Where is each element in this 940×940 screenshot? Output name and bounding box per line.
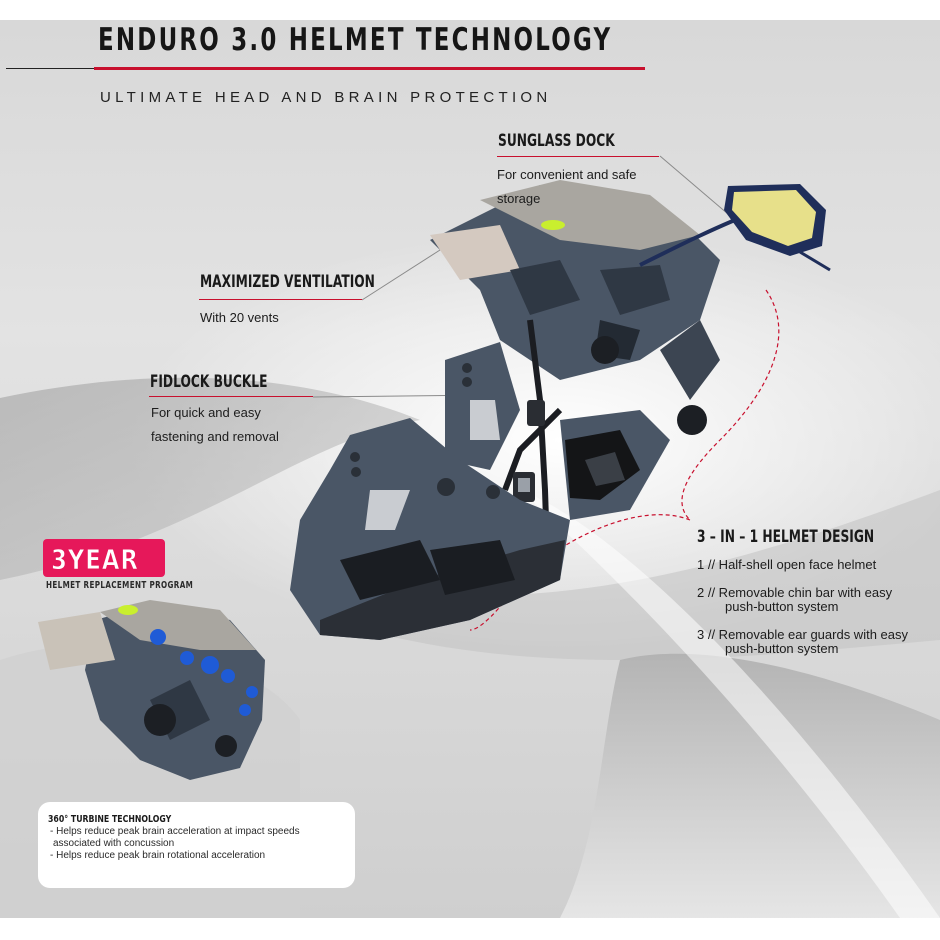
ear-guard-right (560, 410, 670, 520)
inset-visor-peak (38, 612, 115, 670)
page-subtitle: ULTIMATE HEAD AND BRAIN PROTECTION (100, 89, 552, 106)
fidlock-title: FIDLOCK BUCKLE (150, 372, 268, 392)
helmet-top-shell (430, 180, 720, 435)
lime-badge-inset (118, 605, 138, 615)
turbine-icon (180, 651, 194, 665)
design-item-1: 1 // Half-shell open face helmet (697, 557, 877, 572)
visor-peak (430, 225, 520, 280)
list-item: 1 // Half-shell open face helmet (697, 558, 937, 572)
warranty-label: HELMET REPLACEMENT PROGRAM (46, 580, 194, 591)
warranty-badge: 3YEAR (45, 541, 163, 577)
turbine-icon (221, 669, 235, 683)
design-item-3-cont: push-button system (725, 641, 839, 656)
sunglass-dock-text: For convenient and safe storage (497, 163, 636, 211)
sunglass-dock-title: SUNGLASS DOCK (498, 131, 615, 151)
design-item-2-cont: push-button system (725, 599, 839, 614)
design-title: 3 – IN – 1 HELMET DESIGN (697, 527, 875, 547)
sunglass-dock-line1: For convenient and safe (497, 167, 637, 182)
turbine-icon (150, 629, 166, 645)
sunglasses (639, 184, 831, 272)
fidlock-rule (149, 396, 313, 397)
fidlock-buckle-top (527, 400, 545, 426)
list-item: 2 // Removable chin bar with easy push-b… (697, 586, 937, 614)
fidlock-line2: fastening and removal (151, 429, 279, 444)
leader-line-sunglass (659, 155, 736, 221)
warranty-badge-text: 3YEAR (51, 543, 139, 577)
turbine-line-2: associated with concussion (53, 838, 175, 849)
ventilation-title: MAXIMIZED VENTILATION (200, 272, 375, 292)
design-item-2: 2 // Removable chin bar with easy (697, 585, 893, 600)
turbine-icon (201, 656, 219, 674)
ear-guard-left (445, 342, 520, 470)
fidlock-line1: For quick and easy (151, 405, 261, 420)
design-item-3: 3 // Removable ear guards with easy (697, 627, 908, 642)
exploded-helmet-illustration (38, 155, 831, 780)
title-rule-black (6, 68, 98, 69)
turbine-icon (239, 704, 251, 716)
leader-line-ventilation (361, 249, 441, 301)
inset-helmet-turbine (38, 600, 265, 780)
sunglass-dock-line2: storage (497, 191, 541, 206)
lime-badge-top (541, 220, 565, 230)
list-item: 3 // Removable ear guards with easy push… (697, 628, 937, 656)
title-rule-red (94, 67, 645, 70)
turbine-icon (246, 686, 258, 698)
sunglass-dock-rule (497, 156, 659, 157)
dashed-guide-top (681, 289, 780, 521)
page-title: ENDURO 3.0 HELMET TECHNOLOGY (98, 22, 613, 58)
product-canvas: ENDURO 3.0 HELMET TECHNOLOGY ULTIMATE HE… (0, 20, 940, 918)
helmet-chin-bar (290, 418, 570, 640)
turbine-line-1: - Helps reduce peak brain acceleration a… (50, 826, 300, 837)
ventilation-line1: With 20 vents (200, 310, 279, 325)
turbine-title: 360° TURBINE TECHNOLOGY (48, 814, 172, 825)
ventilation-text: With 20 vents (200, 306, 279, 330)
fidlock-text: For quick and easy fastening and removal (151, 401, 279, 449)
design-list: 1 // Half-shell open face helmet 2 // Re… (697, 558, 937, 670)
turbine-line-3: - Helps reduce peak brain rotational acc… (50, 850, 266, 861)
ventilation-rule (199, 299, 362, 300)
turbine-info-box: 360° TURBINE TECHNOLOGY - Helps reduce p… (38, 802, 355, 888)
